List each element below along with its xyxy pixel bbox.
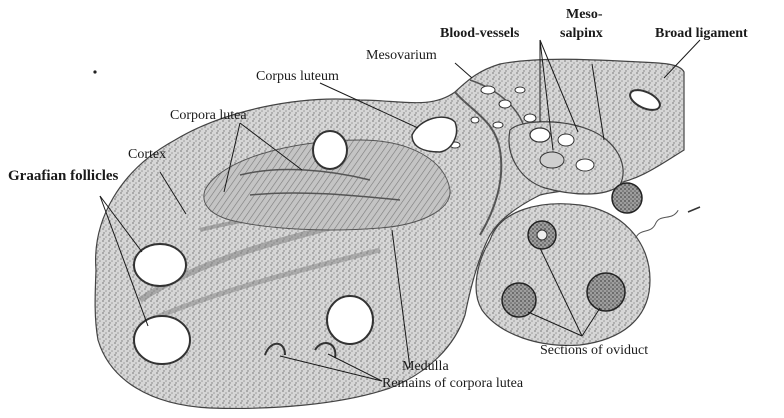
edge-tick-right [688,207,700,212]
graafian-follicle-lower [134,316,190,364]
follicle-near-medulla [327,296,373,344]
label-mesosalpinx-line2: salpinx [560,26,603,41]
label-graafian-follicles: Graafian follicles [8,168,119,184]
follicle-top [313,131,347,169]
oviduct-section-right [587,273,625,311]
graafian-follicle-upper [134,244,186,286]
label-blood-vessels: Blood-vessels [440,26,520,41]
label-cortex: Cortex [128,147,166,162]
label-corpora-lutea: Corpora lutea [170,108,247,123]
label-corpus-luteum: Corpus luteum [256,69,339,84]
oviduct-section-left [502,283,536,317]
artist-signature [632,210,682,238]
label-remains-of-corpora-lutea: Remains of corpora lutea [382,376,524,391]
stray-dot [93,70,96,73]
label-mesovarium: Mesovarium [366,48,437,63]
oviduct-section-middle [528,221,556,249]
label-broad-ligament: Broad ligament [655,26,748,41]
oviduct-lower-region [476,204,650,346]
oviduct-section-top [612,183,642,213]
label-sections-of-oviduct: Sections of oviduct [540,343,648,358]
label-medulla: Medulla [402,359,449,374]
label-mesosalpinx-line1: Meso- [566,7,603,22]
